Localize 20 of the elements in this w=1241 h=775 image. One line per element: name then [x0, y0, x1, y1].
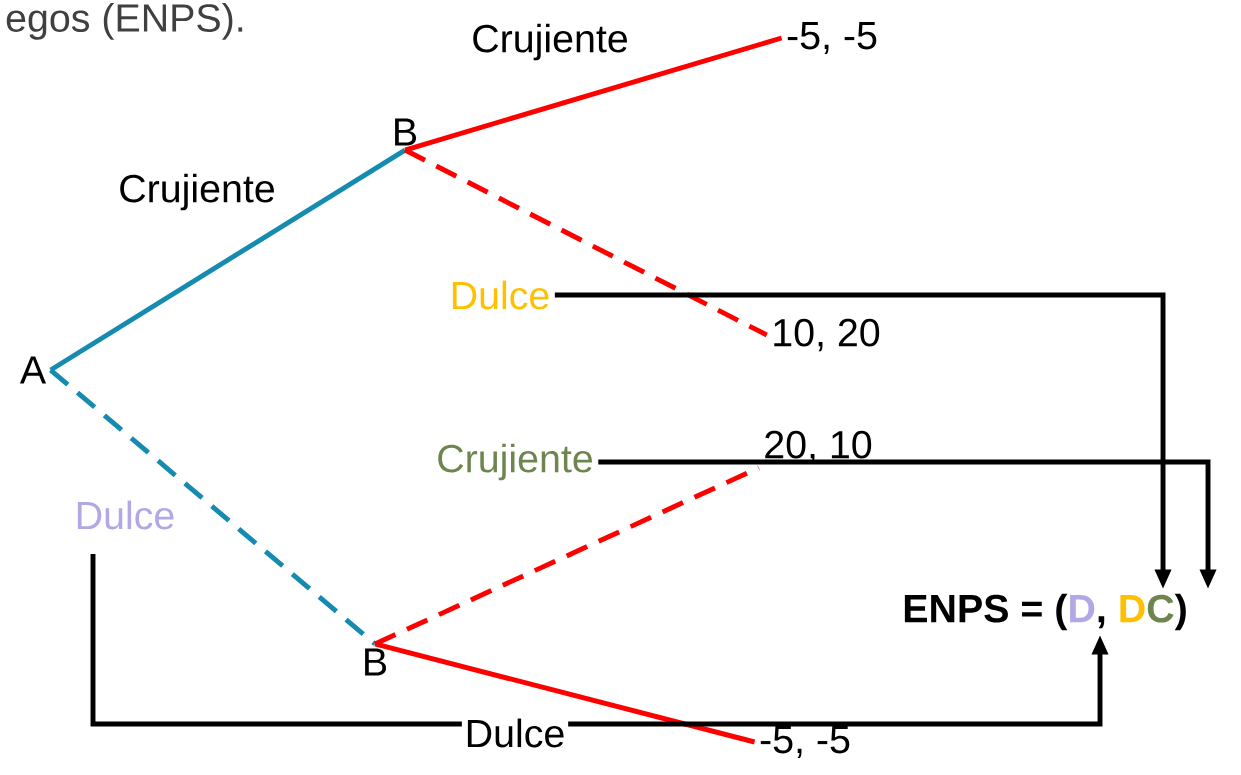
payoff-label: -5, -5	[787, 21, 877, 55]
equilibrium-formula: ENPS = (D, DC)	[904, 593, 1186, 631]
payoff-label: 10, 20	[774, 318, 880, 352]
branch-line	[403, 147, 768, 338]
branch-line	[374, 641, 756, 745]
edge-label: Dulce	[461, 715, 569, 751]
payoff-label: -5, -5	[760, 725, 850, 759]
branch-line	[49, 147, 407, 373]
strategy-label: Dulce	[77, 500, 174, 530]
heading-text: egos (ENPS).	[6, 3, 243, 40]
branch-line	[49, 368, 377, 646]
node-label: B	[365, 648, 387, 676]
edge-label: Crujiente	[115, 170, 279, 214]
payoff-label: 20, 10	[765, 430, 872, 464]
edge-label: Crujiente	[468, 20, 632, 64]
branch-line	[404, 35, 783, 153]
strategy-label: Crujiente	[438, 443, 592, 481]
node-label: B	[395, 118, 417, 146]
node-label: A	[19, 356, 47, 384]
strategy-label: Dulce	[452, 280, 549, 310]
